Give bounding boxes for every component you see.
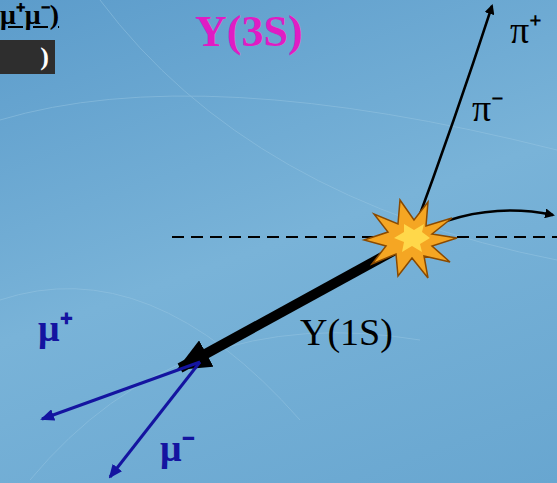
- vertex-starburst: [364, 200, 457, 278]
- beam-axis: [172, 236, 557, 238]
- particle-label: μ⁺: [38, 308, 73, 350]
- state-label: Y(1S): [300, 312, 393, 354]
- muon-track: [110, 362, 200, 477]
- vertex-core: [394, 224, 430, 252]
- formula-fragment: μ⁺μ⁻): [0, 0, 59, 31]
- upsilon-arrow: [180, 250, 395, 368]
- box-text: ): [6, 42, 49, 72]
- particle-label: μ⁻: [160, 428, 195, 470]
- state-label: Y(3S): [195, 8, 303, 56]
- dark-box: ): [0, 40, 55, 74]
- particle-label: π⁻: [472, 88, 504, 130]
- particle-label: π⁺: [510, 10, 542, 52]
